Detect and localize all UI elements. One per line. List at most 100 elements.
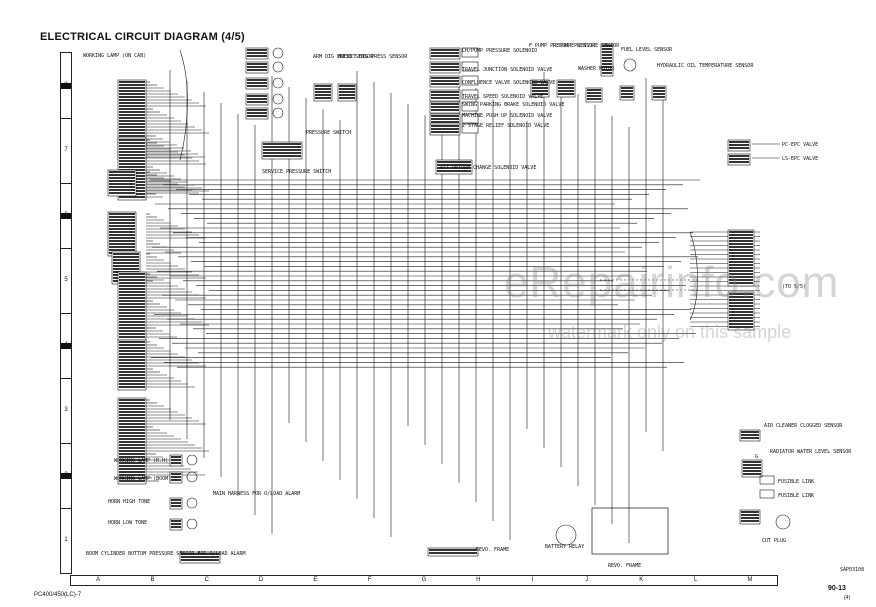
connector-pin: [119, 408, 145, 410]
row-tick: [61, 342, 71, 349]
connector-pin: [431, 77, 459, 79]
connector-pin: [602, 45, 612, 47]
row-marker-1: 1: [61, 508, 71, 574]
connector-pin: [119, 160, 145, 162]
solenoid-coil: [461, 113, 479, 124]
connector-pin: [119, 347, 145, 349]
connector-pin: [119, 139, 145, 141]
connector-pin: [532, 84, 548, 86]
page-number: 90-13: [828, 585, 846, 592]
connector-pin: [119, 471, 145, 473]
connector-pin: [653, 96, 665, 98]
column-marker-h: H: [451, 576, 507, 585]
connector-pin: [119, 330, 145, 332]
connector-pin: [729, 249, 753, 251]
connector-pin: [109, 189, 135, 191]
connector-pin: [729, 317, 753, 319]
connector-pin: [119, 399, 145, 401]
connector-pin: [119, 285, 145, 287]
connector-pin: [532, 81, 548, 83]
connector-pin: [119, 123, 145, 125]
connector-pin: [431, 49, 459, 51]
connector-pin: [587, 98, 601, 100]
swing-brake-label: SWING PARKING BRAKE SOLENOID VALVE: [462, 102, 565, 108]
connector-pin: [729, 246, 753, 248]
travel-speed-label: TRAVEL SPEED SOLENOID VALVE: [462, 94, 544, 100]
connector-pin: [119, 365, 145, 367]
connector-pin: [741, 437, 759, 439]
lamp-icon: [272, 77, 284, 89]
connector-pin: [431, 52, 459, 54]
air-cleaner-label: AIR CLEANER CLOGGED SENSOR: [764, 423, 843, 429]
cut-plug-label: CUT PLUG: [762, 538, 787, 544]
connector-pin: [247, 109, 267, 111]
connector-pin: [119, 288, 145, 290]
connector-pin: [431, 128, 459, 130]
connector-pin: [741, 514, 759, 516]
connector-pin: [247, 79, 267, 81]
connector-pin: [119, 120, 145, 122]
connector-pin: [602, 60, 612, 62]
connector-pin: [171, 526, 181, 528]
connector-pin: [729, 282, 753, 284]
connector-pin: [729, 302, 753, 304]
main-harness-label: MAIN HARNESS FOR O/LOAD ALARM: [213, 491, 301, 497]
connector-pin: [431, 91, 459, 93]
connector-pin: [743, 467, 761, 469]
connector-pin: [109, 222, 135, 224]
connector-pin: [119, 300, 145, 302]
connector-pin: [315, 94, 331, 96]
connector-pin: [247, 115, 267, 117]
connector-pin: [119, 90, 145, 92]
connector-pin: [119, 154, 145, 156]
column-marker-i: I: [505, 576, 561, 585]
connector-pin: [113, 268, 139, 270]
connector-pin: [729, 158, 749, 160]
connector-pin: [119, 474, 145, 476]
column-marker-m: M: [722, 576, 778, 585]
connector-pin: [339, 94, 355, 96]
connector-pin: [119, 336, 145, 338]
connector-pin: [119, 303, 145, 305]
connector-pin: [729, 255, 753, 257]
connector-pin: [587, 95, 601, 97]
working-lamp-boom1-label: WORKING LAMP (R.H): [114, 458, 169, 464]
connector-pin: [109, 177, 135, 179]
horn-lamp-icon: [186, 471, 198, 483]
connector-pin: [113, 262, 139, 264]
connector-pin: [431, 83, 459, 85]
column-marker-l: L: [668, 576, 724, 585]
connector-pin: [558, 90, 574, 92]
connector-pin: [621, 93, 633, 95]
connector-pin: [119, 420, 145, 422]
column-marker-c: C: [179, 576, 235, 585]
connector-pin: [729, 161, 749, 163]
connector-pin: [431, 121, 459, 123]
motor-icon: [775, 514, 791, 530]
connector-pin: [431, 94, 459, 96]
connector-pin: [171, 459, 181, 461]
connector-pin: [109, 180, 135, 182]
connector-pin: [119, 273, 145, 275]
connector-pin: [621, 96, 633, 98]
connector-pin: [729, 326, 753, 328]
lh-pump-label: LH/PUMP PRESSURE SOLENOID: [462, 48, 538, 54]
revo-frame-2-label: REVO. FRAME: [608, 563, 642, 569]
connector-pin: [119, 356, 145, 358]
connector-pin: [263, 155, 301, 157]
connector-pin: [109, 213, 135, 215]
fusible-link-2: [759, 489, 775, 499]
fusible-link-2-label: FUSIBLE LINK: [778, 493, 815, 499]
battery-relay-label: BATTERY RELAY: [545, 544, 585, 550]
connector-pin: [263, 146, 301, 148]
connector-pin: [621, 90, 633, 92]
connector-pin: [119, 353, 145, 355]
connector-pin: [109, 186, 135, 188]
connector-pin: [113, 259, 139, 261]
connector-pin: [729, 231, 753, 233]
connector-pin: [171, 520, 181, 522]
att-return-label: ATT RETURN CHANGE SOLENOID VALVE: [440, 165, 537, 171]
connector-pin: [431, 69, 459, 71]
connector-pin: [315, 91, 331, 93]
